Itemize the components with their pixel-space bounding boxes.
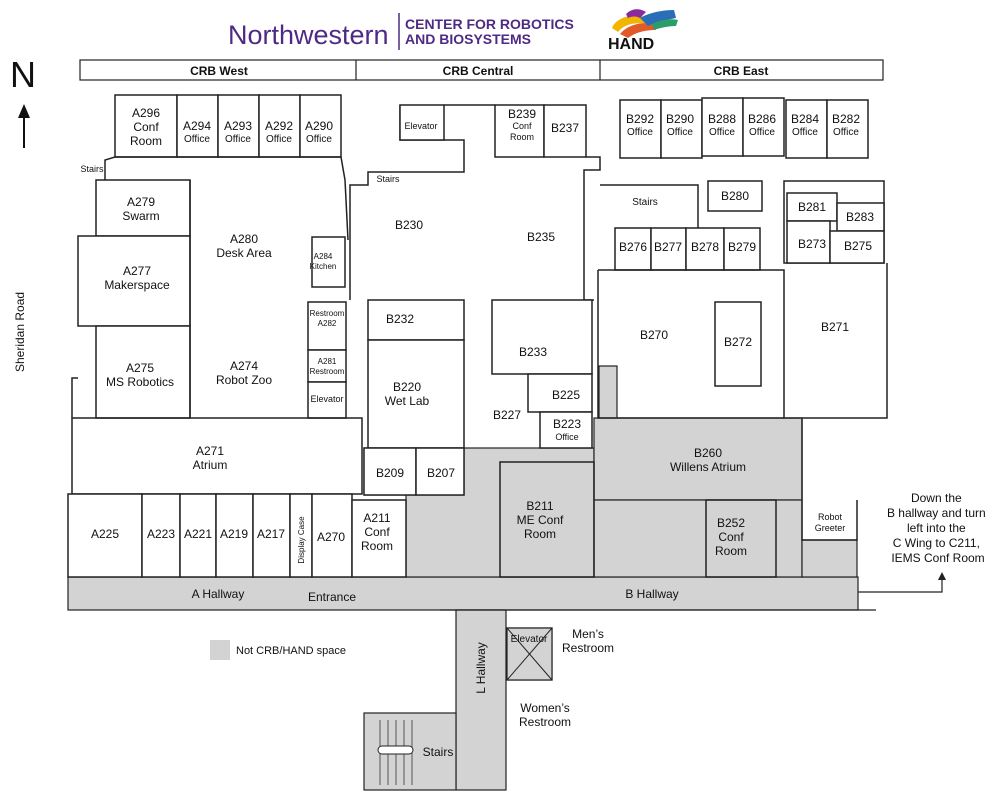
room-B283: B283 [846,210,874,224]
wing-west: CRB West [190,64,248,78]
legend-label: Not CRB/HAND space [236,645,346,657]
a-hallway-label: A Hallway [192,587,245,601]
stairs-label: Stairs [423,745,454,759]
room-B227: B227 [493,408,521,422]
hallway-labels: A Hallway Entrance B Hallway L Hallway E… [192,587,679,759]
room-B237: B237 [551,121,579,135]
center-name-line2: AND BIOSYSTEMS [405,31,531,47]
room-B280: B280 [721,189,749,203]
crb-central [349,104,601,578]
crb-east [597,97,888,578]
legend-swatch [210,640,230,660]
room-A217: A217 [257,527,285,541]
stairs-west: Stairs [80,164,104,174]
room-A223: A223 [147,527,175,541]
room-B273: B273 [798,237,826,251]
room-A-elevator: Elevator [310,394,343,404]
entrance-label: Entrance [308,590,356,604]
north-arrow-icon [18,104,30,148]
room-A219: A219 [220,527,248,541]
room-B281: B281 [798,200,826,214]
room-B276: B276 [619,240,647,254]
room-B230: B230 [395,218,423,232]
room-B233: B233 [519,345,547,359]
direction-arrow-icon [858,572,946,593]
room-B225: B225 [552,388,580,402]
room-B275: B275 [844,239,872,253]
stairs-central: Stairs [376,174,400,184]
room-B272: B272 [724,335,752,349]
room-A225: A225 [91,527,119,541]
wing-east: CRB East [714,64,769,78]
display-case: Display Case [297,516,306,564]
wing-central: CRB Central [443,64,514,78]
room-B235: B235 [527,230,555,244]
room-B278: B278 [691,240,719,254]
room-B232: B232 [386,312,414,326]
northwestern-logo: Northwestern CENTER FOR ROBOTICS AND BIO… [228,13,574,50]
l-elevator [506,627,553,681]
wing-bar: CRB West CRB Central CRB East [79,59,884,81]
room-B207: B207 [427,466,455,480]
hand-logo-text: HAND [608,36,654,53]
room-B271: B271 [821,320,849,334]
l-hallway-label: L Hallway [474,642,488,694]
room-B277: B277 [654,240,682,254]
stairs-east: Stairs [632,197,658,208]
room-B270: B270 [640,328,668,342]
center-name-line1: CENTER FOR ROBOTICS [405,16,574,32]
stairs-icon [377,720,414,785]
university-name: Northwestern [228,20,389,50]
room-B209: B209 [376,466,404,480]
crb-west [67,94,407,578]
street-label: Sheridan Road [13,292,27,372]
room-B279: B279 [728,240,756,254]
directions-note: Down the B hallway and turn left into th… [887,491,989,565]
room-A221: A221 [184,527,212,541]
legend: Not CRB/HAND space [210,640,346,660]
l-elevator-label: Elevator [511,634,548,645]
hand-logo: HAND [608,9,678,53]
room-A270: A270 [317,530,345,544]
north-label: N [10,54,36,95]
room-B-elevator: Elevator [404,121,437,131]
b-hallway-label: B Hallway [625,587,678,601]
